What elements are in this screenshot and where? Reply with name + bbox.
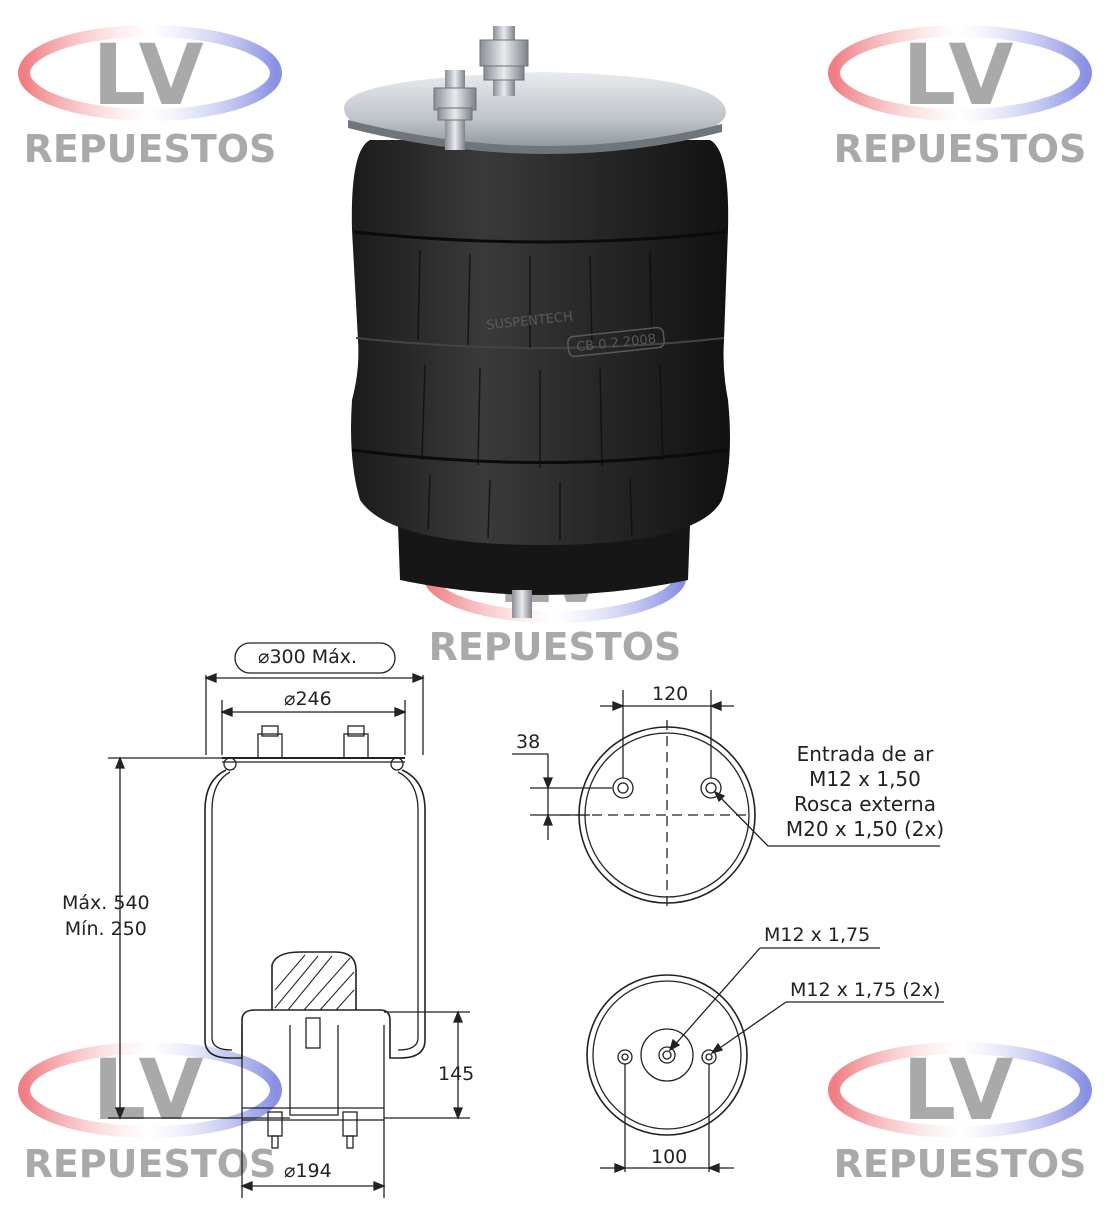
rubber-bellow (351, 140, 730, 545)
dim-bottom-stud-spacing: 100 (651, 1146, 688, 1168)
note-air-inlet-thread: M12 x 1,50 (809, 767, 921, 791)
side-view-drawing (108, 642, 470, 1198)
dim-outer-diameter: 300 Máx. (269, 646, 358, 668)
top-view-notes: Entrada de ar M12 x 1,50 Rosca externa M… (780, 742, 950, 842)
logo-repuestos: REPUESTOS (23, 127, 277, 171)
note-external-thread: Rosca externa (793, 792, 936, 816)
bottom-side-thread: M12 x 1,75 (2x) (790, 979, 941, 1001)
top-view-drawing (512, 690, 940, 910)
logo-swoosh-icon (828, 25, 1092, 121)
logo-repuestos: REPUESTOS (428, 625, 682, 669)
dim-height-min: Mín. 250 (64, 918, 147, 940)
logo-repuestos: REPUESTOS (833, 1142, 1087, 1186)
watermark-logo-top-right: LV REPUESTOS (820, 25, 1100, 175)
dim-piston-diameter: 194 (295, 1160, 332, 1182)
dim-height-max: Máx. 540 (62, 892, 150, 914)
dim-top-stud-offset: 38 (516, 731, 541, 753)
logo-swoosh-icon (18, 1042, 282, 1138)
dim-plate-diameter-label: ⌀246 (284, 688, 332, 710)
logo-lv: LV (92, 1041, 208, 1139)
logo-swoosh-icon (18, 25, 282, 121)
piston-base (398, 525, 690, 595)
note-air-inlet: Entrada de ar (796, 742, 934, 766)
watermark-logo-top-left: LV REPUESTOS (10, 25, 290, 175)
logo-lv: LV (902, 1041, 1018, 1139)
dim-height: Máx. 540 Mín. 250 (62, 890, 150, 942)
dim-outer-diameter-label: ⌀300 Máx. (258, 646, 358, 668)
bottom-view-drawing (586, 947, 944, 1173)
bottom-center-thread: M12 x 1,75 (764, 924, 871, 946)
dim-piston-height: 145 (438, 1063, 475, 1085)
logo-repuestos: REPUESTOS (833, 127, 1087, 171)
logo-repuestos: REPUESTOS (23, 1142, 277, 1186)
dim-plate-diameter: 246 (295, 688, 332, 710)
watermark-logo-bottom-right: LV REPUESTOS (820, 1040, 1100, 1190)
air-spring-photo: SUSPENTECH CB 0 2 2008 (344, 26, 730, 618)
dim-top-stud-spacing: 120 (652, 683, 689, 705)
note-external-thread-size: M20 x 1,50 (2x) (785, 817, 945, 841)
bottom-stud (512, 590, 532, 618)
watermark-logo-bottom-left: LV REPUESTOS (10, 1040, 290, 1190)
dim-piston-diameter-label: ⌀194 (284, 1160, 332, 1182)
logo-lv: LV (92, 26, 208, 124)
logo-lv: LV (902, 26, 1018, 124)
logo-swoosh-icon (828, 1042, 1092, 1138)
